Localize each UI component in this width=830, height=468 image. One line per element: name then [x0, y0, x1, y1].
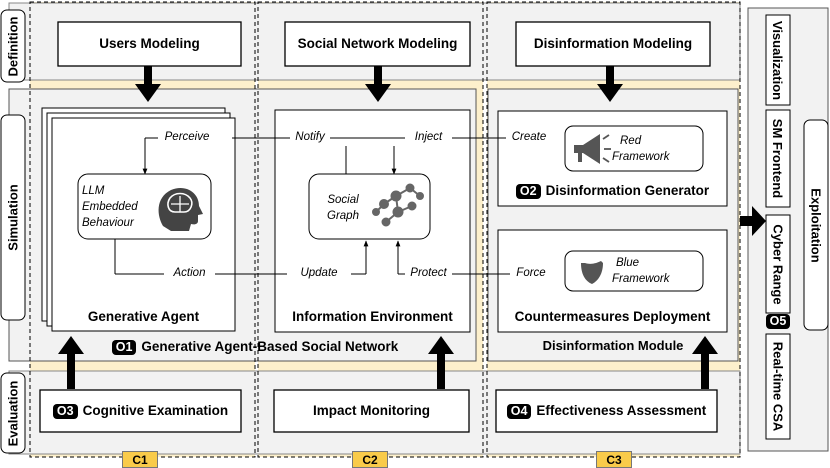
blue-framework-line-1: Blue	[616, 257, 640, 269]
evaluation-phase-label: Evaluation	[5, 380, 21, 446]
sm-frontend-box: SM Frontend	[770, 118, 786, 199]
disinformation-generator-text: Disinformation Generator	[545, 183, 710, 199]
action-label: Action	[164, 266, 215, 282]
network-graph-icon	[372, 183, 424, 227]
disinfo-down-arrow	[597, 66, 623, 102]
c3-badge: C3	[596, 451, 632, 468]
o4-badge: O4	[506, 403, 532, 419]
simulation-label-box	[0, 114, 26, 321]
llm-line-1: LLM	[82, 185, 105, 197]
brain-head-icon	[158, 187, 203, 231]
visualization-box: Visualization	[770, 20, 786, 100]
impact-up-arrow	[428, 336, 454, 389]
social-graph-line-2: Graph	[327, 210, 359, 222]
exploitation-label: Exploitation	[808, 187, 824, 263]
o3-badge: O3	[52, 403, 78, 419]
blue-framework-box: Blue Framework	[612, 254, 692, 288]
definition-phase-label: Definition	[5, 16, 21, 76]
o2-badge: O2	[515, 183, 541, 199]
create-label: Create	[506, 130, 552, 146]
disinformation-generator-title: O2 Disinformation Generator	[498, 181, 727, 201]
inject-label: Inject	[405, 130, 452, 146]
users-modeling-box: Users Modeling	[99, 36, 200, 52]
countermeasures-deployment-title: Countermeasures Deployment	[514, 309, 711, 325]
impact-monitoring-box: Impact Monitoring	[313, 403, 430, 419]
protect-label: Protect	[405, 266, 452, 282]
megaphone-icon	[574, 134, 611, 164]
o5-badge: O5	[765, 313, 791, 329]
c1-badge: C1	[122, 451, 158, 468]
llm-line-2: Embedded	[82, 201, 138, 213]
social-network-modeling-box: Social Network Modeling	[297, 36, 458, 52]
o5-badge-wrap: O5	[762, 313, 794, 329]
users-down-arrow	[135, 66, 161, 102]
cyber-range-box: Cyber Range	[770, 223, 786, 305]
effectiveness-assessment-text: Effectiveness Assessment	[536, 403, 707, 419]
social-network-title: O1 Generative Agent-Based Social Network	[100, 337, 410, 357]
effect-up-arrow	[692, 336, 718, 389]
blue-framework-line-2: Framework	[612, 273, 670, 285]
definition-label-box	[0, 9, 26, 83]
social-graph-box: Social Graph	[318, 190, 368, 226]
force-label: Force	[510, 266, 552, 282]
red-framework-line-1: Red	[620, 135, 642, 147]
generative-agent-title: Generative Agent	[87, 309, 200, 325]
social-graph-line-1: Social	[327, 194, 359, 206]
block-arrows	[58, 66, 766, 389]
disinformation-modeling-box: Disinformation Modeling	[533, 36, 693, 52]
social-network-text: Generative Agent-Based Social Network	[141, 339, 399, 355]
llm-behaviour-box: LLM Embedded Behaviour	[82, 182, 148, 232]
shield-icon	[581, 261, 603, 284]
llm-line-3: Behaviour	[82, 217, 134, 229]
update-label: Update	[287, 266, 351, 282]
red-framework-box: Red Framework	[612, 131, 692, 167]
simulation-phase-label: Simulation	[5, 184, 21, 251]
realtime-csa-box: Real-time CSA	[770, 341, 786, 432]
connection-lines	[114, 137, 510, 275]
cognitive-examination-text: Cognitive Examination	[82, 403, 229, 419]
disinformation-module-title: Disinformation Module	[542, 337, 684, 353]
exploitation-arrow	[740, 206, 766, 236]
c2-badge: C2	[352, 451, 388, 468]
information-environment-title: Information Environment	[292, 309, 453, 325]
red-framework-line-2: Framework	[612, 151, 670, 163]
perceive-label: Perceive	[158, 130, 216, 146]
effectiveness-assessment-box: O4 Effectiveness Assessment	[496, 390, 717, 432]
social-down-arrow	[365, 66, 391, 102]
o1-badge: O1	[111, 339, 137, 355]
evaluation-label-box	[0, 372, 26, 454]
notify-label: Notify	[290, 130, 330, 146]
cognitive-up-arrow	[58, 336, 84, 389]
cognitive-examination-box: O3 Cognitive Examination	[40, 390, 241, 432]
